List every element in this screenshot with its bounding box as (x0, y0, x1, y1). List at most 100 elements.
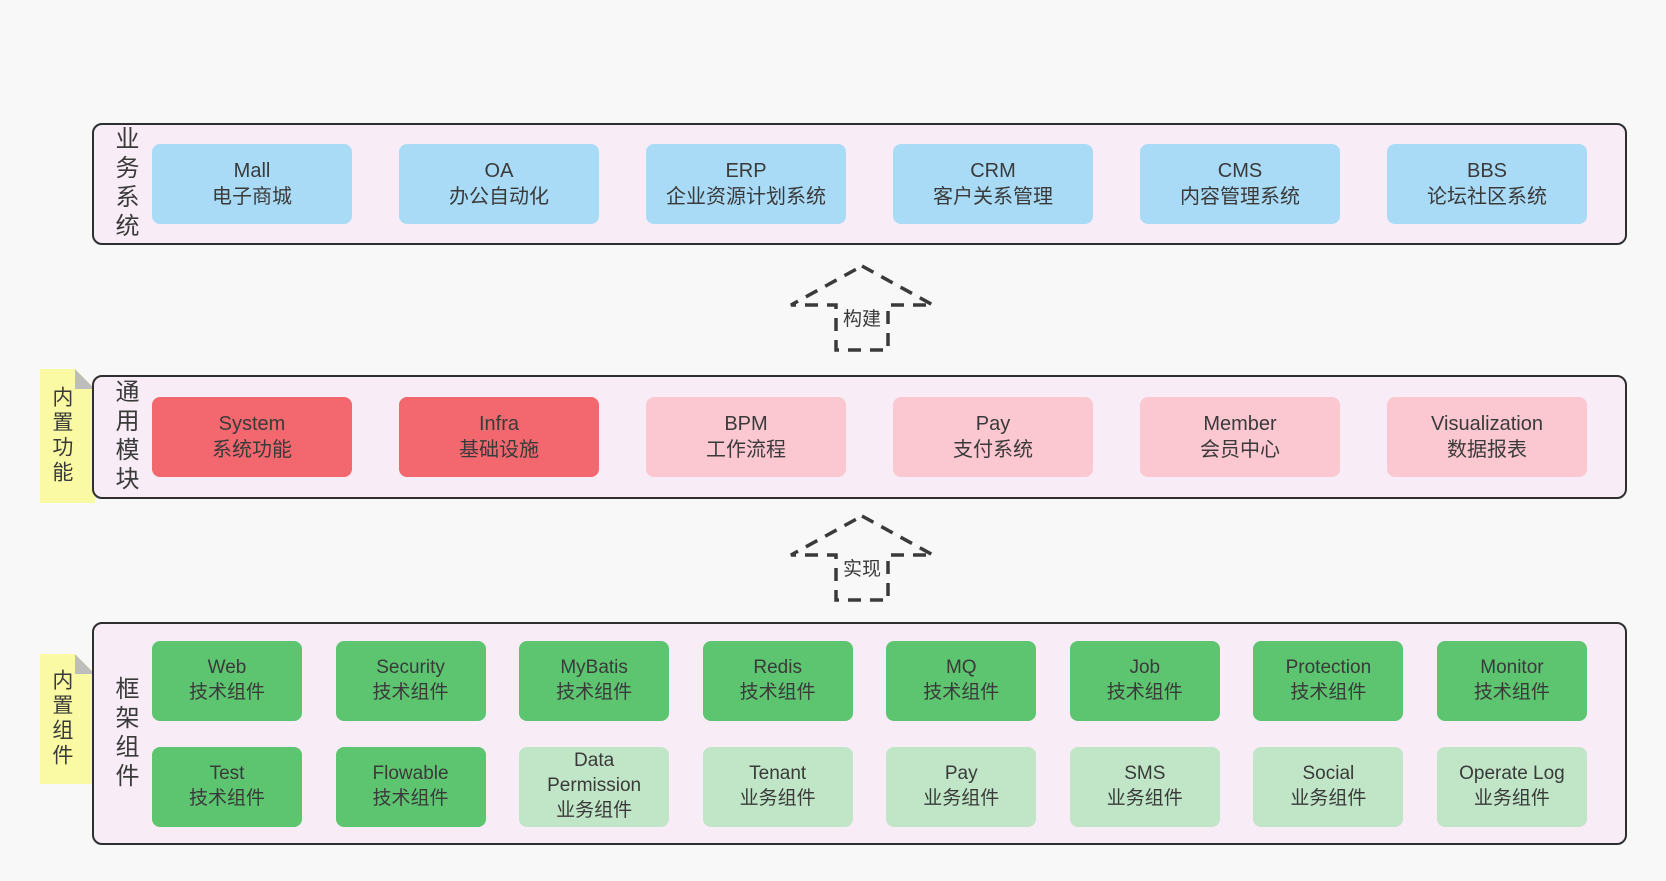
box-social: Social 业务组件 (1253, 746, 1404, 827)
box-title: Visualization (1431, 413, 1543, 435)
box-bbs: BBS 论坛社区系统 (1387, 144, 1587, 224)
box-title: CMS (1217, 160, 1263, 182)
box-subtitle: 企业资源计划系统 (666, 186, 826, 208)
box-mq: MQ 技术组件 (886, 640, 1037, 721)
box-subtitle: 技术组件 (1290, 681, 1367, 703)
box-redis: Redis 技术组件 (702, 640, 853, 721)
box-title: BPM (724, 413, 768, 435)
framework-components-label: 框架组件 (111, 675, 138, 792)
framework-components-boxes: Web 技术组件 Security 技术组件 MyBatis 技术组件 Redi… (152, 640, 1587, 827)
box-member: Member 会员中心 (1140, 397, 1340, 477)
box-title: Infra (478, 413, 520, 435)
implement-arrow-icon (790, 514, 934, 602)
box-title: Web (207, 656, 247, 678)
box-subtitle: 数据报表 (1447, 439, 1527, 461)
box-title: MyBatis (560, 656, 628, 678)
box-subtitle: 论坛社区系统 (1427, 186, 1547, 208)
box-job: Job 技术组件 (1069, 640, 1220, 721)
box-subtitle: 内容管理系统 (1180, 186, 1300, 208)
box-mall: Mall 电子商城 (152, 144, 352, 224)
box-subtitle: 技术组件 (1473, 681, 1550, 703)
build-arrow-icon (790, 264, 934, 352)
box-title: Job (1129, 656, 1161, 678)
box-subtitle: 支付系统 (953, 439, 1033, 461)
common-modules-boxes: System 系统功能 Infra 基础设施 BPM 工作流程 Pay 支付系统… (152, 397, 1587, 477)
business-systems-boxes: Mall 电子商城 OA 办公自动化 ERP 企业资源计划系统 CRM 客户关系… (152, 144, 1587, 224)
box-protection: Protection 技术组件 (1253, 640, 1404, 721)
box-subtitle: 技术组件 (372, 681, 449, 703)
built-in-features-note-label: 内置功能 (49, 386, 73, 486)
box-subtitle: 技术组件 (372, 787, 449, 809)
box-title: Pay (975, 413, 1011, 435)
folded-corner-icon (75, 369, 95, 389)
box-title: Protection (1285, 656, 1372, 678)
built-in-components-note-label: 内置组件 (49, 669, 73, 769)
box-title: Test (209, 762, 245, 784)
folded-corner-icon (75, 654, 95, 674)
biz-components-row: Test 技术组件 Flowable 技术组件 Data Permission … (152, 746, 1587, 827)
box-title: Flowable (372, 762, 449, 784)
box-subtitle: 客户关系管理 (933, 186, 1053, 208)
box-bpm: BPM 工作流程 (646, 397, 846, 477)
implement-arrow: 实现 (787, 513, 937, 603)
box-subtitle: 技术组件 (188, 787, 265, 809)
build-arrow-label: 构建 (839, 303, 885, 332)
box-subtitle: 技术组件 (923, 681, 1000, 703)
box-title: Social (1302, 762, 1355, 784)
box-title: Operate Log (1459, 762, 1565, 784)
tech-components-row: Web 技术组件 Security 技术组件 MyBatis 技术组件 Redi… (152, 640, 1587, 721)
box-subtitle: 技术组件 (739, 681, 816, 703)
box-title: Monitor (1480, 656, 1544, 678)
box-subtitle: 会员中心 (1200, 439, 1280, 461)
box-mybatis: MyBatis 技术组件 (519, 640, 670, 721)
box-monitor: Monitor 技术组件 (1436, 640, 1587, 721)
box-subtitle: 业务组件 (739, 787, 816, 809)
common-modules-band: 通用模块 System 系统功能 Infra 基础设施 BPM 工作流程 Pay… (92, 375, 1627, 499)
box-pay-module: Pay 支付系统 (893, 397, 1093, 477)
box-subtitle: 技术组件 (188, 681, 265, 703)
box-system: System 系统功能 (152, 397, 352, 477)
box-subtitle: 技术组件 (1106, 681, 1183, 703)
box-subtitle: 基础设施 (459, 439, 539, 461)
box-data-permission: Data Permission 业务组件 (519, 746, 670, 827)
box-infra: Infra 基础设施 (399, 397, 599, 477)
box-title: Member (1203, 413, 1277, 435)
box-test: Test 技术组件 (152, 746, 302, 827)
box-visualization: Visualization 数据报表 (1387, 397, 1587, 477)
box-operate-log: Operate Log 业务组件 (1436, 746, 1587, 827)
box-title: Security (376, 656, 445, 678)
build-arrow: 构建 (787, 263, 937, 353)
box-sms: SMS 业务组件 (1069, 746, 1220, 827)
box-tenant: Tenant 业务组件 (702, 746, 853, 827)
box-title: Redis (753, 656, 802, 678)
business-systems-band: 业务系统 Mall 电子商城 OA 办公自动化 ERP 企业资源计划系统 CRM… (92, 123, 1627, 245)
box-subtitle: 电子商城 (212, 186, 292, 208)
box-title: Pay (944, 762, 978, 784)
box-subtitle: 业务组件 (923, 787, 1000, 809)
box-subtitle: 业务组件 (556, 799, 633, 821)
built-in-features-note: 内置功能 (40, 369, 95, 503)
implement-arrow-label: 实现 (839, 553, 885, 582)
box-oa: OA 办公自动化 (399, 144, 599, 224)
built-in-components-note: 内置组件 (40, 654, 95, 784)
box-title: System (218, 413, 286, 435)
framework-components-band: 框架组件 Web 技术组件 Security 技术组件 MyBatis 技术组件… (92, 622, 1627, 845)
box-title: ERP (725, 160, 767, 182)
box-title: OA (484, 160, 514, 182)
box-subtitle: 系统功能 (212, 439, 292, 461)
box-subtitle: 技术组件 (556, 681, 633, 703)
box-title: Mall (233, 160, 271, 182)
box-subtitle: 业务组件 (1106, 787, 1183, 809)
box-title: CRM (970, 160, 1016, 182)
box-cms: CMS 内容管理系统 (1140, 144, 1340, 224)
box-title: Tenant (749, 762, 807, 784)
box-erp: ERP 企业资源计划系统 (646, 144, 846, 224)
box-security: Security 技术组件 (335, 640, 486, 721)
box-web: Web 技术组件 (152, 640, 302, 721)
common-modules-label: 通用模块 (111, 379, 138, 495)
box-subtitle: 办公自动化 (449, 186, 549, 208)
box-title: Data Permission (547, 750, 642, 797)
box-subtitle: 业务组件 (1290, 787, 1367, 809)
box-subtitle: 工作流程 (706, 439, 786, 461)
